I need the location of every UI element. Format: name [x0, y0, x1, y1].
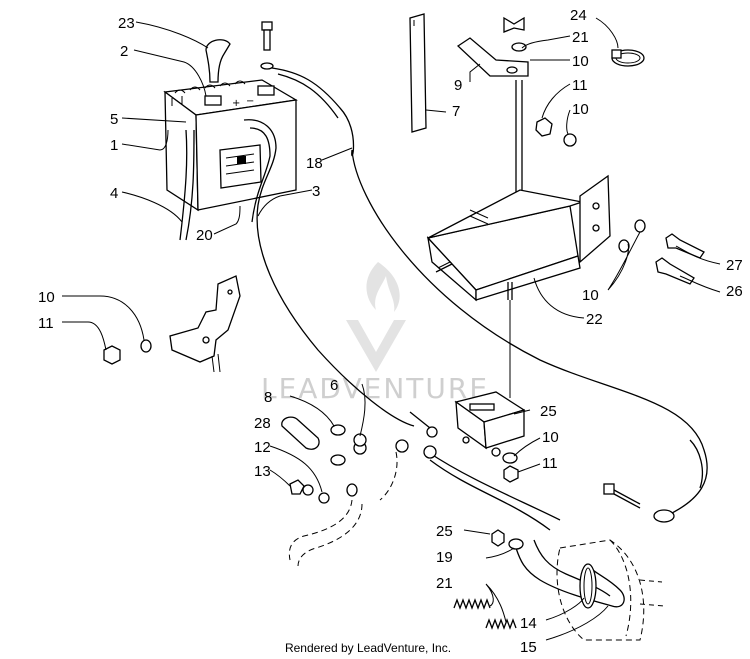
leader-lines: [62, 17, 721, 641]
washer-upper: [563, 133, 577, 147]
nut-solenoid: [503, 465, 519, 483]
callout-10a: 10: [572, 53, 589, 70]
positive-cable: [243, 119, 415, 427]
cable-ring-terminal: [653, 509, 675, 523]
callout-7: 7: [452, 103, 460, 120]
nut-upper: [535, 117, 553, 137]
hose-clamp: [611, 49, 645, 67]
callout-11b: 11: [38, 315, 54, 332]
starter-solenoid: [454, 391, 526, 457]
callout-11c: 11: [542, 455, 558, 472]
hold-down-bar: [409, 13, 427, 133]
callout-10c: 10: [582, 287, 599, 304]
negative-cable: [271, 67, 708, 517]
callout-10b: 10: [572, 101, 589, 118]
callout-13: 13: [254, 463, 271, 480]
callout-8: 8: [264, 389, 272, 406]
callout-1: 1: [110, 137, 118, 154]
ring-terminal-17: [508, 538, 524, 550]
callout-3: 3: [312, 183, 320, 200]
watermark-logo: [346, 262, 406, 372]
spring-21b: [485, 618, 517, 630]
terminal-bolt-top: [260, 21, 274, 70]
washer-solenoid: [502, 452, 518, 464]
mount-bracket-left: [169, 275, 241, 373]
callout-10d: 10: [38, 289, 55, 306]
callout-26: 26: [726, 283, 743, 300]
battery: + −: [163, 79, 298, 212]
nut-25: [491, 529, 505, 547]
spring-21a: [453, 598, 491, 610]
callout-18: 20: [196, 227, 213, 244]
callout-24: 25: [540, 403, 557, 420]
washer-top: [511, 42, 527, 52]
callout-5: 5: [110, 111, 118, 128]
callout-27: 27: [726, 257, 743, 274]
callout-2: 2: [120, 43, 128, 60]
strap-bracket: [456, 37, 529, 77]
callout-6: 6: [330, 377, 338, 394]
watermark-text: LEADVENTURE: [261, 372, 489, 405]
svg-text:+: +: [232, 98, 240, 109]
bolt-lower-right: [603, 483, 641, 509]
callout-21: 21: [436, 575, 453, 592]
svg-text:−: −: [246, 96, 254, 107]
callout-12: 12: [254, 439, 271, 456]
callout-17: 19: [436, 549, 453, 566]
starter-motor: [556, 539, 665, 641]
callout-14: 14: [520, 615, 537, 632]
callout-16: 18: [306, 155, 323, 172]
callout-15: 15: [520, 639, 537, 656]
callout-28: 28: [254, 415, 271, 432]
callout-20: 22: [586, 311, 603, 328]
callout-19: 21: [572, 29, 589, 46]
callout-4: 4: [110, 185, 118, 202]
callout-11a: 11: [572, 77, 588, 94]
cable-clamp-14: [579, 563, 597, 609]
callout-9: 9: [454, 77, 462, 94]
terminal-cap: [281, 416, 320, 450]
ground-strap: [515, 547, 625, 608]
bolt-27: [634, 219, 705, 259]
washer-left: [140, 339, 152, 353]
callout-23: 23: [118, 15, 135, 32]
terminal-boot: [205, 39, 231, 83]
wire-harness-left: [288, 499, 363, 567]
callout-10e: 10: [542, 429, 559, 446]
callout-25: 25: [436, 523, 453, 540]
terminal-hardware: [289, 411, 438, 504]
ground-cable: [179, 129, 195, 241]
wing-nut: [503, 16, 525, 33]
credit-text: Rendered by LeadVenture, Inc.: [285, 641, 451, 655]
nut-left: [103, 345, 121, 365]
callouts: 23 2 5 1 4 20 3 18 7 9 21 10 24 11 10 27…: [38, 7, 743, 656]
callout-22: 24: [570, 7, 587, 24]
battery-tray: [426, 174, 611, 302]
